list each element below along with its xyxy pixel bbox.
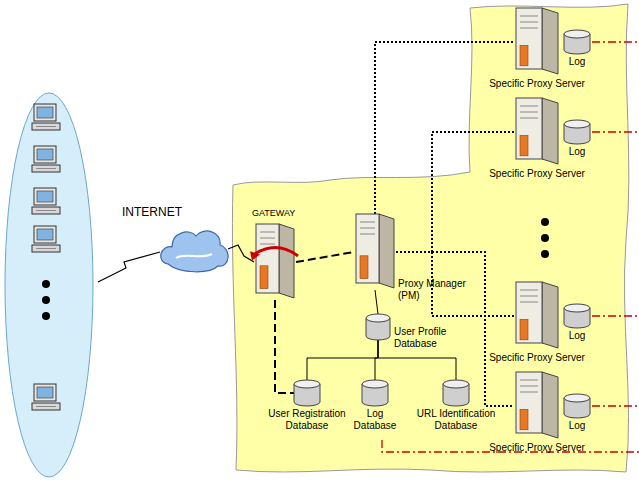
db-icon (366, 314, 390, 340)
connector (296, 252, 354, 262)
cloud-icon (160, 228, 228, 270)
connector (375, 290, 378, 314)
node-label: GATEWAY (252, 208, 312, 218)
database-node: Log (564, 304, 590, 328)
server-node: Specific Proxy Server (514, 282, 560, 350)
db-icon (564, 304, 590, 328)
db-icon (564, 120, 590, 144)
database-node: Log (564, 120, 590, 144)
node-label: Proxy Manager (PM) (398, 278, 476, 301)
node-label: INTERNET (122, 206, 202, 220)
gateway-icon (254, 224, 296, 300)
computer-icon (32, 104, 60, 130)
db-icon (443, 380, 469, 406)
server-icon (514, 98, 560, 166)
node-label: Specific Proxy Server (482, 442, 592, 454)
connector (307, 340, 378, 380)
server-icon (514, 8, 560, 76)
database-node: Log (564, 30, 590, 54)
database-node: User Profile Database (366, 314, 390, 340)
database-node: User Registration Database (294, 380, 320, 406)
log-link (382, 42, 639, 452)
connector (375, 42, 514, 214)
node-label: Specific Proxy Server (482, 168, 592, 180)
node-label: Specific Proxy Server (482, 78, 592, 90)
db-icon (564, 394, 590, 418)
computers (32, 104, 60, 410)
server-icon (514, 372, 560, 440)
proxy-region (232, 4, 628, 472)
server-node: GATEWAY (254, 224, 296, 300)
server-icon (514, 282, 560, 350)
more-servers-dots (541, 218, 549, 258)
server-node: Specific Proxy Server (514, 372, 560, 440)
server-node: Specific Proxy Server (514, 98, 560, 166)
node-label: Log (562, 420, 592, 432)
computer-icon (32, 226, 60, 252)
cloud-node: INTERNET (160, 228, 228, 270)
node-label: User Registration Database (262, 408, 352, 431)
connector (275, 300, 294, 393)
computer-icon (32, 188, 60, 214)
node-label: Log (562, 146, 592, 158)
database-node: Log Database (362, 380, 388, 406)
server-node: Proxy Manager (PM) (354, 214, 396, 290)
node-label: Log Database (350, 408, 400, 431)
connector (396, 252, 514, 316)
connector (396, 132, 514, 252)
db-icon (362, 380, 388, 406)
db-icon (564, 30, 590, 54)
node-label: Log (562, 56, 592, 68)
node-label: Log (562, 330, 592, 342)
node-label: User Profile Database (394, 326, 460, 349)
db-icon (294, 380, 320, 406)
connector (228, 245, 254, 262)
database-node: URL Identification Database (443, 380, 469, 406)
server-node: Specific Proxy Server (514, 8, 560, 76)
more-clients-dots (42, 280, 50, 320)
server-icon (354, 214, 396, 290)
database-node: Log (564, 394, 590, 418)
computer-icon (32, 146, 60, 172)
node-label: Specific Proxy Server (482, 352, 592, 364)
node-label: URL Identification Database (411, 408, 501, 431)
client-group (5, 93, 93, 477)
computer-icon (32, 384, 60, 410)
client-link (98, 252, 160, 282)
